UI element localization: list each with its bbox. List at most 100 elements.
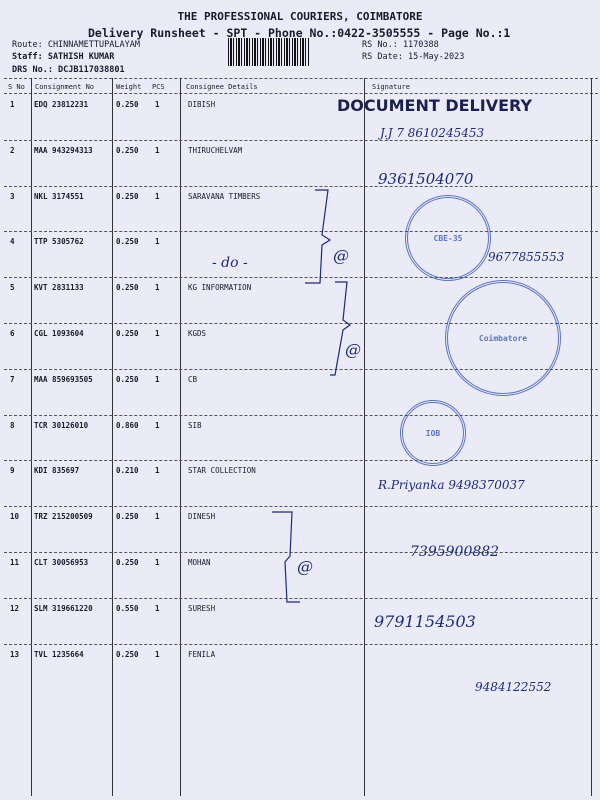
- row-divider: [4, 597, 598, 599]
- row-weight: 0.250: [116, 649, 139, 659]
- row-consignment: KVT 2831133: [34, 283, 84, 293]
- row-sno: 1: [10, 100, 15, 109]
- row-consignment: SLM 319661220: [34, 603, 93, 613]
- row-pcs: 1: [155, 603, 160, 613]
- signature-row13: 9484122552: [475, 680, 552, 694]
- at-mark: @: [333, 246, 349, 265]
- header-weight: Weight: [116, 83, 142, 91]
- header-consignment: Consignment No: [35, 83, 95, 91]
- row-consignee: SIB: [188, 420, 202, 430]
- row-weight: 0.210: [116, 466, 139, 476]
- row-pcs: 1: [155, 191, 160, 201]
- row-consignee: MOHAN: [188, 558, 211, 567]
- row-consignment: CLT 30056953: [34, 558, 89, 567]
- row-sno: 11: [10, 558, 20, 567]
- at-mark: @: [297, 557, 313, 576]
- row-consignee: DINESH: [188, 512, 216, 522]
- barcode: [228, 38, 310, 66]
- company-title: THE PROFESSIONAL COURIERS, COIMBATORE: [177, 10, 423, 23]
- row-consignment: TVL 1235664: [34, 649, 84, 659]
- kg-information-stamp: Coimbatore: [445, 280, 561, 396]
- row-sno: 7: [10, 374, 15, 384]
- runsheet-subtitle: Delivery Runsheet - SPT - Phone No.:0422…: [88, 26, 511, 40]
- row-consignee: SARAVANA TIMBERS: [188, 191, 261, 201]
- row-sno: 9: [10, 466, 15, 476]
- row-pcs: 1: [155, 237, 160, 247]
- row-weight: 0.250: [116, 512, 139, 522]
- row-divider: [4, 414, 598, 416]
- row-pcs: 1: [155, 420, 160, 430]
- row-sno: 13: [10, 649, 20, 659]
- rs-number: RS No.: 1170388: [362, 40, 439, 50]
- signature-row1: J.J 7 8610245453: [380, 126, 485, 140]
- signature-row9: R.Priyanka 9498370037: [378, 478, 525, 492]
- row-consignment: MAA 943294313: [34, 145, 93, 155]
- row-weight: 0.250: [116, 558, 139, 567]
- row-weight: 0.250: [116, 145, 139, 155]
- row-weight: 0.250: [116, 100, 139, 109]
- row-consignment: MAA 859693505: [34, 374, 93, 384]
- column-line: [364, 78, 365, 796]
- row-pcs: 1: [155, 466, 160, 476]
- row-divider: [4, 185, 598, 187]
- rs-date: RS Date: 15-May-2023: [362, 52, 465, 62]
- row-pcs: 1: [155, 558, 160, 567]
- row-sno: 2: [10, 145, 15, 155]
- canara-bank-stamp: IOB: [400, 400, 466, 466]
- row-pcs: 1: [155, 374, 160, 384]
- row-divider: [4, 277, 598, 279]
- row-consignee: SURESH: [188, 603, 216, 613]
- row-consignee: KG INFORMATION: [188, 283, 252, 293]
- row-weight: 0.250: [116, 283, 139, 293]
- row-consignment: TCR 30126010: [34, 420, 89, 430]
- row-divider: [4, 368, 598, 370]
- header-signature: Signature: [372, 83, 410, 91]
- row-divider: [4, 460, 598, 462]
- row-sno: 5: [10, 283, 15, 293]
- row-consignee: KGDS: [188, 329, 207, 338]
- ditto-mark: - do -: [212, 255, 248, 271]
- column-line: [112, 78, 113, 796]
- row-divider: [4, 643, 598, 645]
- row-pcs: 1: [155, 329, 160, 338]
- row-pcs: 1: [155, 283, 160, 293]
- row-consignee: DIBISH: [188, 100, 216, 109]
- row-divider: [4, 552, 598, 553]
- row-weight: 0.250: [116, 329, 139, 338]
- column-line: [180, 78, 181, 796]
- signature-row4: 9677855553: [488, 250, 565, 264]
- row-consignee: STAR COLLECTION: [188, 466, 256, 476]
- divider: [4, 78, 598, 79]
- row-sno: 3: [10, 191, 15, 201]
- row-weight: 0.250: [116, 191, 139, 201]
- row-weight: 0.250: [116, 237, 139, 247]
- drs-number: DRS No.: DCJB117038801: [12, 65, 125, 75]
- column-line: [31, 78, 32, 796]
- row-pcs: 1: [155, 145, 160, 155]
- row-weight: 0.860: [116, 420, 139, 430]
- row-divider: [4, 506, 598, 508]
- row-weight: 0.550: [116, 603, 139, 613]
- row-consignee: CB: [188, 374, 198, 384]
- row-sno: 10: [10, 512, 20, 522]
- row-sno: 4: [10, 237, 15, 247]
- header-pcs: PCS: [152, 83, 165, 91]
- row-pcs: 1: [155, 512, 160, 522]
- row-consignment: KDI 835697: [34, 466, 80, 476]
- signature-row2: 9361504070: [378, 170, 474, 188]
- divider: [4, 93, 598, 94]
- row-divider: [4, 231, 598, 233]
- row-sno: 8: [10, 420, 15, 430]
- signature-row12: 9791154503: [374, 612, 476, 631]
- column-line: [591, 78, 592, 796]
- row-consignment: CGL 1093604: [34, 329, 84, 338]
- row-pcs: 1: [155, 649, 160, 659]
- row-consignment: TRZ 215200509: [34, 512, 93, 522]
- route: Route: CHINNAMETTUPALAYAM: [12, 40, 140, 50]
- row-pcs: 1: [155, 100, 160, 109]
- header-consignee: Consignee Details: [186, 83, 258, 91]
- signature-row11: 7395900882: [410, 544, 500, 560]
- row-consignee: FENILA: [188, 649, 216, 659]
- row-consignment: NKL 3174551: [34, 191, 84, 201]
- row-consignment: EDQ 23812231: [34, 100, 89, 109]
